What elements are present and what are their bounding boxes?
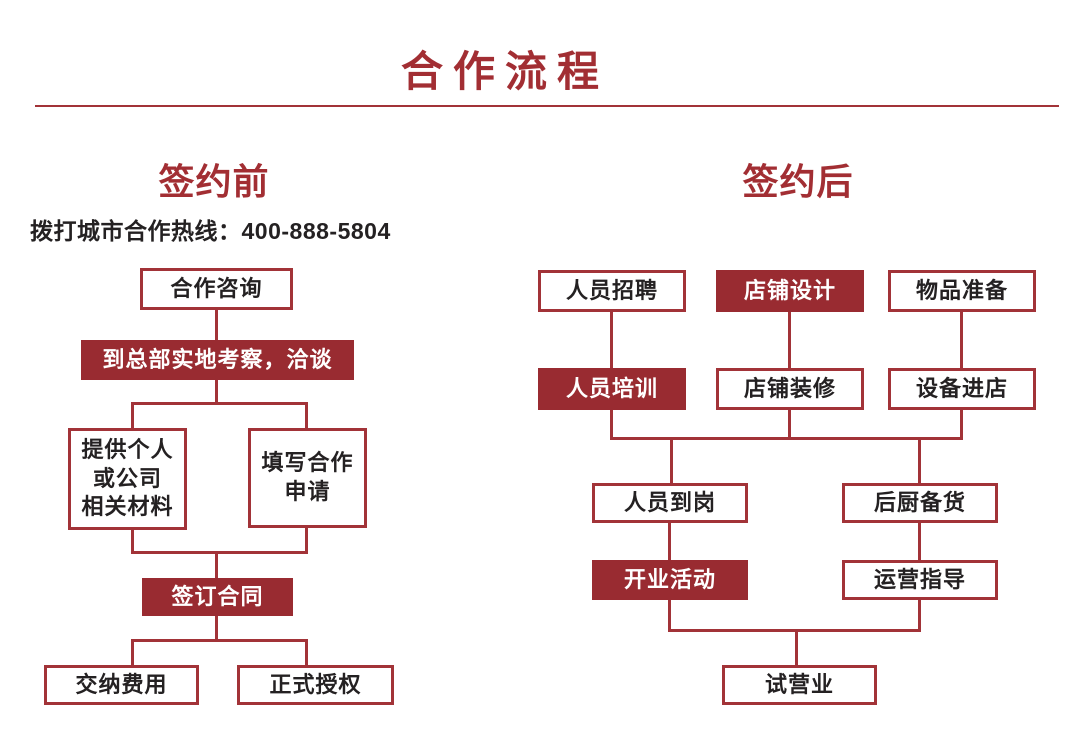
section-heading-after-signing: 签约后 — [742, 161, 854, 202]
connector-line — [610, 310, 613, 369]
node-trial-opening: 试营业 — [722, 665, 877, 705]
node-operation-guidance: 运营指导 — [842, 560, 998, 600]
section-heading-before-signing: 签约前 — [158, 161, 270, 202]
connector-line — [131, 402, 134, 429]
node-materials: 提供个人 或公司 相关材料 — [68, 428, 187, 530]
connector-line — [131, 529, 134, 554]
connector-line — [918, 437, 921, 485]
node-equipment-in: 设备进店 — [888, 368, 1036, 410]
node-goods-preparation: 物品准备 — [888, 270, 1036, 312]
connector-line — [305, 527, 308, 554]
connector-line — [668, 522, 671, 562]
connector-line — [788, 409, 791, 440]
hotline-text: 拨打城市合作热线：400-888-5804 — [30, 218, 391, 244]
node-site-visit: 到总部实地考察，洽谈 — [81, 340, 354, 380]
node-consult: 合作咨询 — [140, 268, 293, 310]
connector-line — [795, 629, 798, 667]
connector-line — [960, 409, 963, 440]
node-shop-design: 店铺设计 — [716, 270, 864, 312]
connector-line — [215, 551, 218, 579]
connector-line — [610, 409, 613, 440]
connector-line — [131, 551, 308, 554]
node-shop-decoration: 店铺装修 — [716, 368, 864, 410]
connector-line — [131, 402, 308, 405]
node-staff-training: 人员培训 — [538, 368, 686, 410]
connector-line — [305, 639, 308, 666]
node-staff-onboard: 人员到岗 — [592, 483, 748, 523]
node-sign-contract: 签订合同 — [142, 578, 293, 616]
connector-line — [918, 599, 921, 632]
connector-line — [610, 437, 963, 440]
node-recruitment: 人员招聘 — [538, 270, 686, 312]
node-authorization: 正式授权 — [237, 665, 394, 705]
connector-line — [215, 309, 218, 341]
node-pay-fee: 交纳费用 — [44, 665, 199, 705]
connector-line — [215, 379, 218, 405]
connector-line — [670, 437, 673, 485]
connector-line — [131, 639, 134, 666]
node-application: 填写合作 申请 — [248, 428, 367, 528]
connector-line — [305, 402, 308, 429]
connector-line — [960, 310, 963, 369]
connector-line — [215, 615, 218, 642]
title-divider — [35, 105, 1059, 107]
connector-line — [131, 639, 308, 642]
node-opening-event: 开业活动 — [592, 560, 748, 600]
node-kitchen-stock: 后厨备货 — [842, 483, 998, 523]
page-title: 合作流程 — [400, 47, 609, 96]
connector-line — [668, 599, 671, 632]
connector-line — [668, 629, 921, 632]
connector-line — [918, 522, 921, 562]
connector-line — [788, 310, 791, 369]
